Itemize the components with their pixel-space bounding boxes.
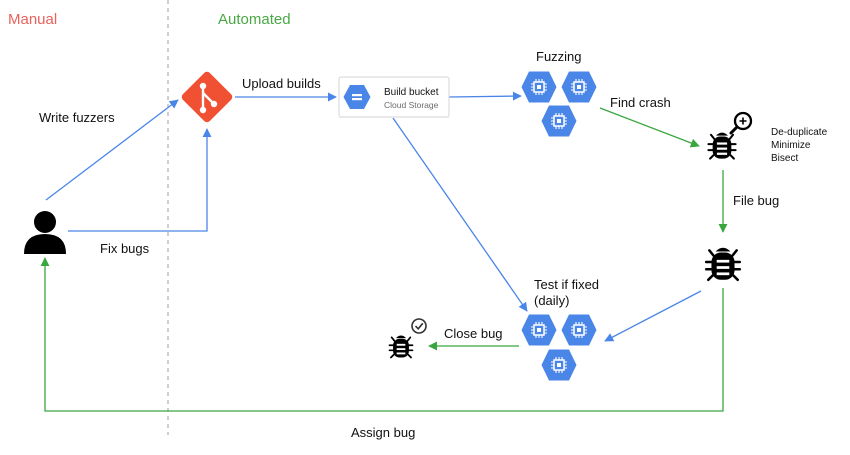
compute-engine-icon (540, 348, 578, 382)
build-bucket-card: Build bucket Cloud Storage (338, 76, 450, 118)
file-bug-label: File bug (733, 193, 779, 208)
bug-icon (704, 246, 742, 282)
compute-engine-icon (540, 104, 578, 138)
fix-bugs-label: Fix bugs (100, 241, 150, 256)
compute-engine-icon (520, 70, 558, 104)
compute-engine-icon (560, 313, 598, 347)
bucket-to-fuzzing-arrow (448, 91, 522, 101)
triage-step-dedup: De-duplicate (771, 127, 828, 138)
bug-check-icon (388, 318, 427, 359)
person-icon (24, 211, 66, 254)
fix-bugs-arrow (68, 128, 212, 232)
triage-step-minimize: Minimize (771, 140, 811, 151)
fuzzing-cluster (520, 70, 598, 138)
test-cluster (520, 313, 598, 382)
fuzzing-label: Fuzzing (536, 49, 582, 64)
assign-bug-arrow (40, 257, 724, 412)
find-crash-label: Find crash (610, 95, 671, 110)
bug-search-icon (707, 111, 753, 160)
triage-step-bisect: Bisect (771, 153, 798, 164)
assign-bug-label: Assign bug (351, 425, 415, 440)
test-daily-label: (daily) (534, 293, 569, 308)
compute-engine-icon (560, 70, 598, 104)
upload-builds-label: Upload builds (242, 76, 321, 91)
bucket-subtitle: Cloud Storage (384, 100, 439, 110)
compute-engine-icon (520, 313, 558, 347)
write-fuzzers-arrow (45, 99, 179, 201)
write-fuzzers-label: Write fuzzers (39, 110, 115, 125)
bucket-title: Build bucket (384, 87, 439, 98)
bucket-to-test-arrow (392, 117, 528, 312)
automated-header: Automated (218, 11, 291, 28)
cloud-storage-icon (343, 85, 371, 109)
close-bug-label: Close bug (444, 326, 503, 341)
manual-header: Manual (8, 11, 57, 28)
find-crash-arrow (599, 107, 700, 148)
test-if-fixed-label: Test if fixed (534, 277, 599, 292)
bug-to-test-arrow (604, 290, 702, 342)
